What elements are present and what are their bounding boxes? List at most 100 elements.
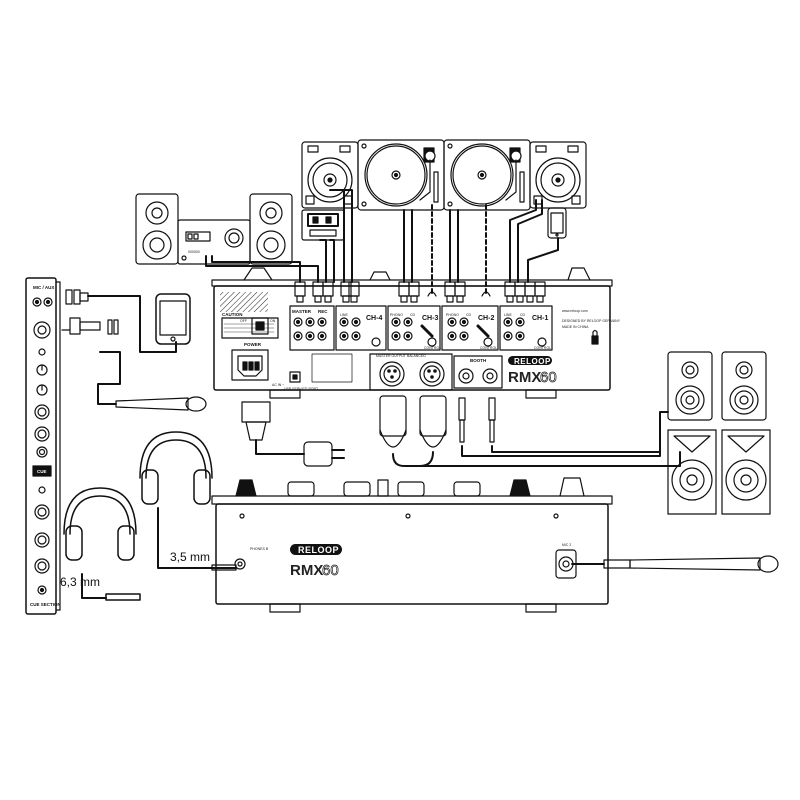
usb-label: USB SERVICE PORT <box>284 387 319 391</box>
xlr-plugs <box>379 395 496 448</box>
model-number-front: 60 <box>322 562 339 579</box>
lock-icon <box>591 335 599 345</box>
rca-plug <box>348 281 360 303</box>
cd-label-ch1: CD <box>520 313 526 317</box>
model-number-rear: 60 <box>540 369 557 386</box>
cd-player-left <box>301 141 359 209</box>
side-panel-top-label: MIC / AUX <box>33 285 54 290</box>
text-labels: MIC / AUX CUE CUE SECTION 000000 CAUTION… <box>30 250 621 607</box>
power-cord-plug <box>241 401 345 467</box>
xlr-output-right <box>419 361 445 387</box>
booth-jack-left <box>458 368 474 384</box>
phones-jack <box>234 558 246 570</box>
master-output-label: MASTER OUTPUT BALANCED <box>376 354 426 358</box>
control-label-ch1: CONTROL <box>534 346 551 350</box>
rca-jack <box>32 297 42 307</box>
ac-in-label: AC IN ~ <box>272 383 284 387</box>
cable-cdj-right-2 <box>517 199 543 283</box>
cable-cdj-right <box>509 199 537 283</box>
cable-group <box>81 189 681 599</box>
smartphone-left <box>155 293 191 345</box>
cable-headphones-side <box>81 573 107 599</box>
gain-knob <box>38 348 46 356</box>
ch4-label: CH-4 <box>366 315 382 322</box>
rca-jack <box>43 297 53 307</box>
control-label-ch2: CONTROL <box>480 346 497 350</box>
jack-35-label: 3,5 mm <box>170 550 210 564</box>
knob <box>34 504 50 520</box>
cd-label-ch2: CD <box>466 313 472 317</box>
rca-plug <box>294 281 306 303</box>
rca-plug <box>454 281 466 303</box>
active-speaker-left <box>667 351 713 421</box>
cable-hifi-rec <box>211 255 301 283</box>
rec-label: REC <box>318 309 328 314</box>
rca-plug <box>514 281 526 303</box>
iec-power-socket <box>231 349 269 381</box>
knob <box>34 558 50 574</box>
knob <box>38 486 46 494</box>
turntable-right <box>443 139 531 211</box>
cable-headphones-front <box>157 507 237 569</box>
cable-phone-left <box>87 295 177 353</box>
ch2-label: CH-2 <box>478 315 494 322</box>
cable-phone-right <box>527 237 559 283</box>
rca-plug <box>504 281 516 303</box>
brand-logo-front: RELOOP <box>298 545 339 555</box>
speaker-right <box>249 193 293 265</box>
master-label: MASTER <box>292 309 312 314</box>
headphone-jack <box>37 585 47 595</box>
amplifier <box>177 219 251 265</box>
xlr-output-left <box>379 361 405 387</box>
power-switch <box>251 317 269 335</box>
active-speakers <box>667 351 767 421</box>
cable-power <box>255 439 305 455</box>
pa-speakers <box>667 429 771 515</box>
side-control-panel <box>25 277 61 615</box>
cassette-deck <box>301 209 345 241</box>
cable-master-out <box>392 451 434 467</box>
mic-2-label: MIC 2 <box>562 543 571 547</box>
ch3-label: CH-3 <box>422 315 438 322</box>
microphone-front <box>603 555 779 573</box>
knob <box>34 404 50 420</box>
usb-port <box>289 371 301 383</box>
off-label: OFF <box>240 319 247 323</box>
cable-master-out-2 <box>411 451 681 467</box>
active-speaker-right <box>721 351 767 421</box>
caution-label: CAUTION <box>222 312 243 317</box>
cue-button-label: CUE <box>37 469 47 474</box>
cd-player-right <box>529 141 587 209</box>
rca-plug <box>312 281 324 303</box>
mixer-rear-panel <box>211 267 613 399</box>
rca-plug <box>322 281 334 303</box>
line-label-ch1: LINE <box>504 313 512 317</box>
pa-speaker-left <box>667 429 717 515</box>
cd-label-ch3: CD <box>410 313 416 317</box>
knob <box>36 446 48 458</box>
jack-63-label: 6,3 mm <box>60 575 100 589</box>
side-panel-bottom-label: CUE SECTION <box>30 602 61 607</box>
model-name-rear: RMX <box>508 369 541 386</box>
hifi-stereo-system <box>135 193 293 265</box>
cable-booth <box>461 411 669 457</box>
hifi-display: 000000 <box>188 250 200 254</box>
cable-booth-2 <box>491 445 661 453</box>
phono-label-ch3: PHONO <box>390 313 403 317</box>
model-name-front: RMX <box>290 562 323 579</box>
rca-plugs-left <box>61 289 119 335</box>
power-label: POWER <box>244 342 262 347</box>
booth-label: BOOTH <box>470 358 486 363</box>
rca-plug <box>534 281 546 303</box>
headphones-front <box>139 431 213 505</box>
brand-logo-rear: RELOOP <box>514 357 551 366</box>
mixer-front-panel <box>211 477 613 613</box>
microphone-left <box>115 396 207 412</box>
rca-plug <box>398 281 410 303</box>
cable-tape-2 <box>329 239 335 283</box>
rca-plug <box>444 281 456 303</box>
on-label: ON <box>270 319 276 323</box>
booth-jack-right <box>482 368 498 384</box>
rca-plug <box>524 281 536 303</box>
